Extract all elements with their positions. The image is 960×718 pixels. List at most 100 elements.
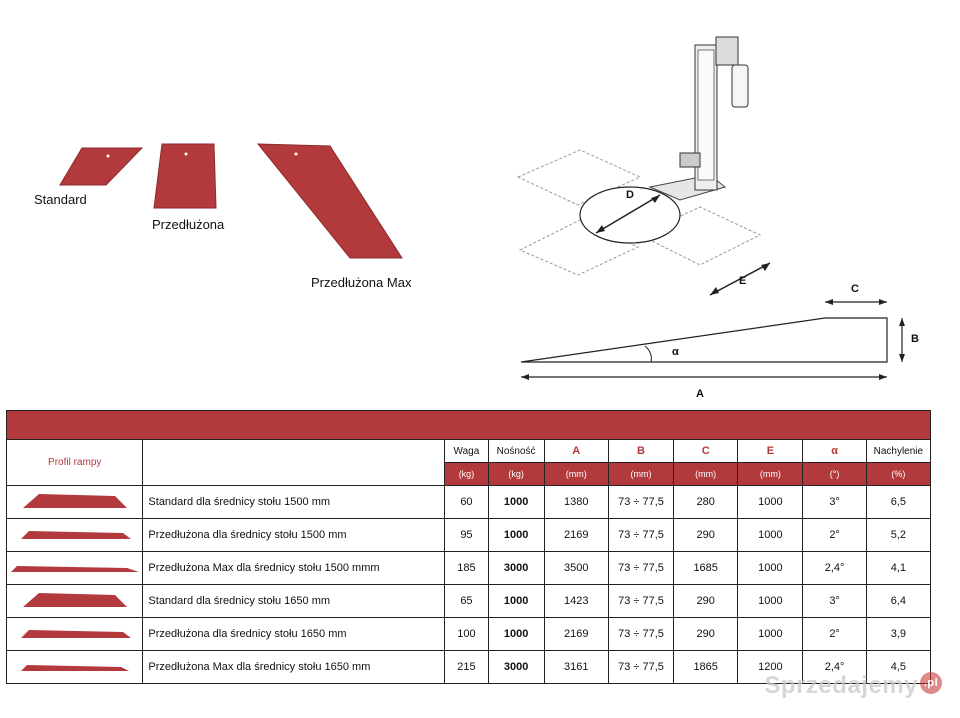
header-e: E (737, 439, 804, 463)
cell-waga: 65 (444, 584, 489, 618)
cell-c: 1685 (673, 551, 739, 585)
cell-waga: 185 (444, 551, 489, 585)
cell-b: 73 ÷ 77,5 (607, 617, 675, 651)
unit-c: (mm) (673, 462, 739, 486)
header-nachylenie: Nachylenie (865, 439, 932, 463)
cell-e: 1000 (737, 617, 804, 651)
cell-waga: 60 (444, 485, 489, 519)
table-row: Standard dla średnicy stołu 1650 mm 65 1… (5, 584, 932, 618)
cell-slope: 4,1 (865, 551, 932, 585)
cell-nosnosc: 3000 (487, 551, 545, 585)
header-a: A (543, 439, 609, 463)
dimension-e-label: E (739, 275, 747, 287)
ramp-extended-max-image (256, 143, 403, 259)
header-nosnosc: Nośność (487, 439, 545, 463)
table-banner (6, 410, 931, 440)
unit-e: (mm) (737, 462, 804, 486)
cell-e: 1200 (737, 650, 804, 684)
cell-a: 2169 (543, 518, 609, 552)
ramp-extended-max-label: Przedłużona Max (311, 275, 412, 290)
table-row: Przedłużona dla średnicy stołu 1500 mm 9… (5, 518, 932, 552)
cell-nosnosc: 1000 (487, 584, 545, 618)
unit-nosnosc: (kg) (487, 462, 545, 486)
table-row: Przedłużona dla średnicy stołu 1650 mm 1… (5, 617, 932, 651)
dimension-c-label: C (851, 283, 859, 295)
watermark-text: Sprzedajemy (764, 672, 918, 699)
cell-slope: 6,5 (865, 485, 932, 519)
cell-c: 290 (673, 584, 739, 618)
cell-nosnosc: 1000 (487, 518, 545, 552)
cell-nosnosc: 1000 (487, 485, 545, 519)
mast (679, 36, 749, 191)
ramp-profile-thumbnail (5, 551, 144, 585)
cell-b: 73 ÷ 77,5 (607, 650, 675, 684)
dimension-alpha-label: α (672, 346, 679, 358)
ramp-profile-thumbnail (5, 617, 144, 651)
cell-b: 73 ÷ 77,5 (607, 518, 675, 552)
cell-slope: 3,9 (865, 617, 932, 651)
cell-alpha: 3° (802, 485, 867, 519)
cell-alpha: 3° (802, 584, 867, 618)
ramp-profile-thumbnail (5, 485, 144, 519)
cell-slope: 6,4 (865, 584, 932, 618)
ramp-illustrations (59, 143, 403, 259)
unit-nachylenie: (%) (865, 462, 932, 486)
cell-a: 2169 (543, 617, 609, 651)
cell-alpha: 2° (802, 518, 867, 552)
ramp-standard-image (59, 147, 144, 186)
unit-alpha: (°) (802, 462, 867, 486)
cell-e: 1000 (737, 518, 804, 552)
cell-alpha: 2,4° (802, 551, 867, 585)
watermark: Sprzedajemy.pl (764, 672, 942, 700)
cell-c: 1865 (673, 650, 739, 684)
unit-b: (mm) (607, 462, 675, 486)
profile-header: Profil rampy (5, 439, 144, 486)
ramp-extended-label: Przedłużona (152, 217, 225, 232)
cell-e: 1000 (737, 551, 804, 585)
cell-a: 1423 (543, 584, 609, 618)
cell-waga: 215 (444, 650, 489, 684)
table-units-row: (kg) (kg) (mm) (mm) (mm) (mm) (°) (%) (7, 462, 932, 486)
row-description: Standard dla średnicy stołu 1500 mm (142, 485, 446, 519)
ramp-profile-thumbnail (5, 584, 144, 618)
ramp-spec-table: Profil rampy Waga Nośność A B C E α Nach… (5, 410, 932, 684)
row-description: Standard dla średnicy stołu 1650 mm (142, 584, 446, 618)
cell-slope: 5,2 (865, 518, 932, 552)
dimension-b-label: B (911, 333, 919, 345)
dimension-d-label: D (626, 189, 634, 201)
table-header-row: Profil rampy Waga Nośność A B C E α Nach… (5, 439, 932, 486)
cell-waga: 95 (444, 518, 489, 552)
watermark-badge: .pl (920, 672, 942, 694)
ramp-standard-label: Standard (34, 192, 87, 207)
row-description: Przedłużona dla średnicy stołu 1650 mm (142, 617, 446, 651)
unit-waga: (kg) (444, 462, 489, 486)
row-description: Przedłużona Max dla średnicy stołu 1500 … (142, 551, 446, 585)
cell-e: 1000 (737, 485, 804, 519)
ramp-profile-thumbnail (5, 518, 144, 552)
cell-nosnosc: 1000 (487, 617, 545, 651)
row-description: Przedłużona dla średnicy stołu 1500 mm (142, 518, 446, 552)
cell-c: 290 (673, 518, 739, 552)
cell-alpha: 2° (802, 617, 867, 651)
cell-a: 3161 (543, 650, 609, 684)
header-c: C (673, 439, 739, 463)
header-waga: Waga (444, 439, 489, 463)
table-row: Przedłużona Max dla średnicy stołu 1500 … (5, 551, 932, 585)
cell-c: 280 (673, 485, 739, 519)
dimension-a-label: A (696, 388, 704, 400)
unit-a: (mm) (543, 462, 609, 486)
row-description: Przedłużona Max dla średnicy stołu 1650 … (142, 650, 446, 684)
cell-b: 73 ÷ 77,5 (607, 584, 675, 618)
cell-e: 1000 (737, 584, 804, 618)
table-row: Standard dla średnicy stołu 1500 mm 60 1… (5, 485, 932, 519)
description-header (142, 439, 446, 486)
cell-a: 1380 (543, 485, 609, 519)
ramp-extended-image (153, 143, 217, 209)
cell-waga: 100 (444, 617, 489, 651)
cell-a: 3500 (543, 551, 609, 585)
cell-nosnosc: 3000 (487, 650, 545, 684)
ramp-profile-diagram (520, 299, 905, 380)
cell-b: 73 ÷ 77,5 (607, 485, 675, 519)
wrapping-machine-drawing (516, 36, 771, 296)
header-alpha: α (802, 439, 867, 463)
